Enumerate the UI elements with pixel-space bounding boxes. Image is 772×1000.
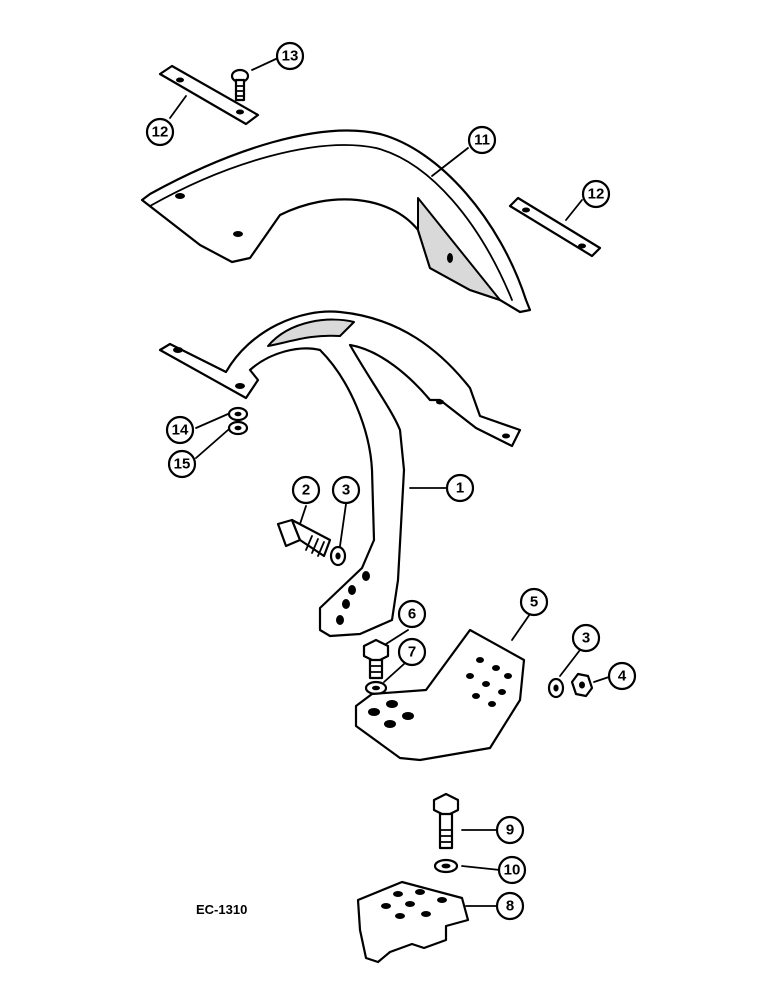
callout-7: 7 <box>397 637 427 667</box>
callout-4: 4 <box>607 661 637 691</box>
callout-10: 10 <box>497 855 527 885</box>
bolt-2 <box>276 518 332 558</box>
callout-12-top: 12 <box>145 117 175 147</box>
svg-text:1: 1 <box>456 480 464 497</box>
block-8 <box>356 880 470 964</box>
svg-text:2: 2 <box>302 482 310 499</box>
svg-text:9: 9 <box>506 822 514 839</box>
callout-14: 14 <box>165 415 195 445</box>
svg-text:15: 15 <box>174 456 191 473</box>
callout-1: 1 <box>445 473 475 503</box>
svg-text:12: 12 <box>588 186 605 203</box>
washer-14 <box>227 406 249 422</box>
leader-lines <box>169 57 613 907</box>
nut-4 <box>570 672 594 698</box>
svg-text:3: 3 <box>342 482 350 499</box>
bolt-9 <box>432 792 460 850</box>
washer-3-left <box>329 545 347 567</box>
callout-13: 13 <box>275 41 305 71</box>
svg-text:5: 5 <box>530 594 538 611</box>
bracket-1 <box>158 310 522 638</box>
washer-3-right <box>547 677 565 699</box>
screw-13 <box>230 68 250 102</box>
base-bracket-5 <box>354 628 526 762</box>
callout-6: 6 <box>397 599 427 629</box>
svg-text:10: 10 <box>504 862 521 879</box>
callout-12-right: 12 <box>581 179 611 209</box>
callout-15: 15 <box>167 449 197 479</box>
callout-2: 2 <box>291 475 321 505</box>
bolt-6 <box>362 638 390 680</box>
svg-text:11: 11 <box>474 132 490 149</box>
nut-15 <box>227 420 249 436</box>
callout-5: 5 <box>519 587 549 617</box>
callout-3-left: 3 <box>331 475 361 505</box>
callout-11: 11 <box>467 125 497 155</box>
drawing-code: EC-1310 <box>196 902 247 917</box>
svg-text:6: 6 <box>408 606 416 623</box>
svg-text:13: 13 <box>282 48 299 65</box>
callout-9: 9 <box>495 815 525 845</box>
svg-text:4: 4 <box>618 668 627 685</box>
fender-11 <box>140 129 532 314</box>
callout-8: 8 <box>495 891 525 921</box>
svg-text:12: 12 <box>152 124 169 141</box>
svg-text:8: 8 <box>506 898 514 915</box>
svg-text:7: 7 <box>408 644 416 661</box>
callout-3-right: 3 <box>571 623 601 653</box>
strap-plate-12-right <box>508 196 602 258</box>
svg-text:14: 14 <box>172 422 189 439</box>
washer-10 <box>433 858 459 874</box>
svg-text:3: 3 <box>582 630 590 647</box>
strap-plate-12-top <box>158 64 260 126</box>
